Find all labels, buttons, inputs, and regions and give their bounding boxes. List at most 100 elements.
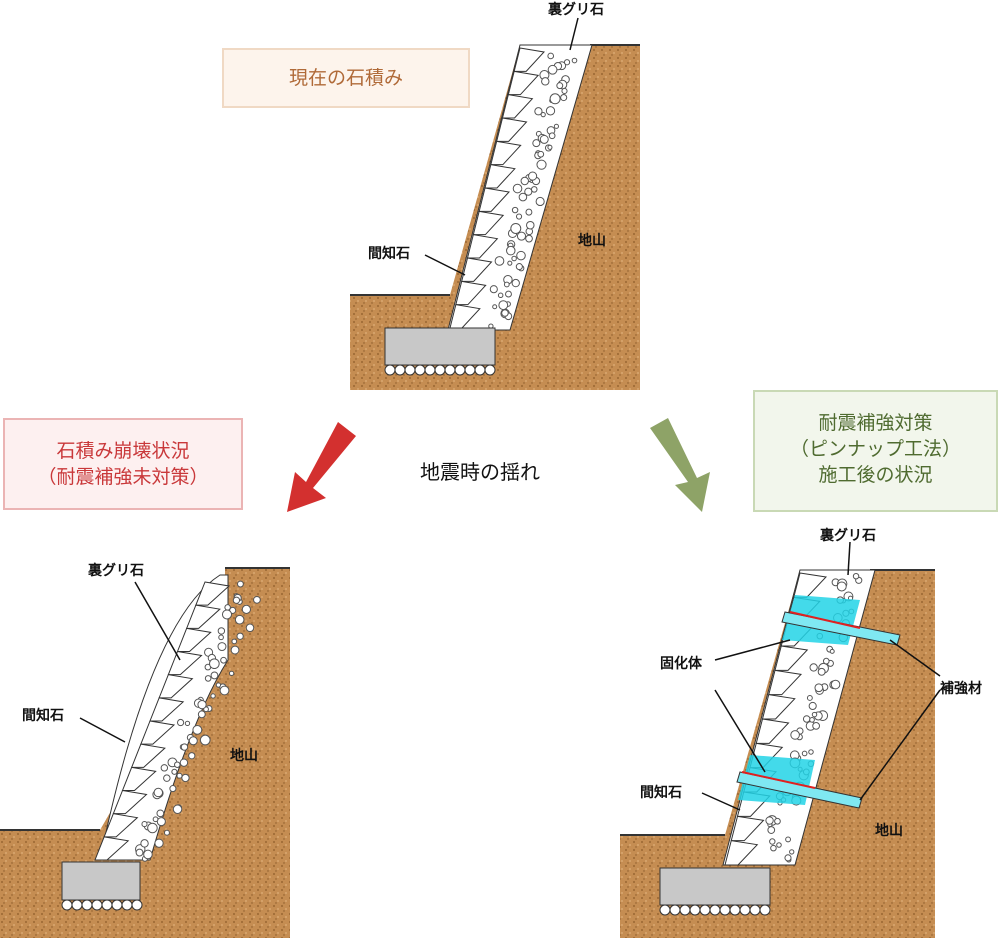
- pebble: [246, 624, 254, 632]
- pebble: [809, 750, 813, 754]
- pebble: [189, 753, 195, 759]
- pebble: [508, 261, 512, 265]
- pebble: [810, 664, 817, 671]
- pebble: [72, 900, 82, 910]
- pebble: [211, 694, 215, 698]
- pebble: [200, 735, 210, 745]
- current-wall-box: 現在の石積み: [222, 48, 470, 108]
- pebble: [550, 94, 560, 104]
- pebble: [62, 900, 72, 910]
- pebble: [700, 905, 710, 915]
- pebble: [395, 365, 405, 375]
- pebble: [499, 301, 508, 310]
- pebble: [561, 94, 567, 100]
- pebble: [231, 646, 239, 654]
- pebble: [740, 905, 750, 915]
- pebble: [82, 900, 92, 910]
- pebble: [536, 197, 544, 205]
- pebble: [812, 712, 816, 716]
- pebble: [157, 818, 165, 826]
- pebble: [153, 817, 158, 822]
- pebble: [218, 628, 224, 634]
- measure-method: （ピンナップ工法）: [755, 436, 996, 462]
- label-stone-right: 間知石: [640, 784, 682, 801]
- pebble: [193, 725, 202, 734]
- pebble: [562, 88, 567, 93]
- label-backfill-right: 裏グリ石: [819, 527, 876, 544]
- pebble: [182, 774, 189, 781]
- pebble: [538, 151, 544, 157]
- pebble: [235, 615, 244, 624]
- pebble: [222, 610, 231, 619]
- foundation: [385, 328, 495, 365]
- pebble: [177, 773, 182, 778]
- pebble: [537, 160, 546, 169]
- pebble: [180, 759, 187, 766]
- collapse-title: 石積み崩壊状況: [5, 438, 241, 464]
- pebble: [237, 633, 243, 639]
- pebble: [815, 684, 823, 692]
- pebble: [760, 905, 770, 915]
- pebble: [521, 177, 528, 184]
- pebble: [485, 365, 495, 375]
- label-ground-left: 地山: [230, 747, 258, 764]
- pebble: [220, 686, 229, 695]
- pebble: [185, 721, 189, 725]
- pebble: [517, 232, 525, 240]
- pebble: [221, 657, 227, 663]
- pebble: [541, 112, 545, 116]
- measure-title: 耐震補強対策: [755, 410, 996, 436]
- pebble: [189, 737, 197, 745]
- pebble: [526, 209, 532, 215]
- pebble: [148, 823, 158, 833]
- pebble: [790, 850, 794, 854]
- pebble: [809, 702, 816, 709]
- pebble: [690, 905, 700, 915]
- pebble: [557, 83, 563, 89]
- pebble: [181, 744, 187, 750]
- foundation-pebbles: [660, 905, 770, 915]
- pebble: [445, 365, 455, 375]
- pebble: [155, 839, 163, 847]
- pebble: [512, 279, 519, 286]
- pebble: [785, 855, 791, 861]
- red-arrow: [287, 422, 356, 512]
- pebble: [219, 635, 224, 640]
- pebble: [178, 719, 184, 725]
- pebble: [122, 900, 132, 910]
- pebble: [513, 184, 522, 193]
- pebble: [818, 668, 825, 675]
- pebble: [546, 107, 554, 115]
- pebble: [502, 310, 509, 317]
- pebble: [529, 172, 537, 180]
- label-stone-top: 間知石: [368, 245, 410, 262]
- pebble: [512, 256, 517, 261]
- pebble: [112, 900, 122, 910]
- foundation-pebbles: [385, 365, 495, 375]
- pebble: [504, 282, 509, 287]
- pebble: [710, 905, 720, 915]
- pebble: [831, 680, 840, 689]
- pebble: [455, 365, 465, 375]
- label-ground-right: 地山: [875, 822, 903, 839]
- pebble: [385, 365, 395, 375]
- pebble: [475, 365, 485, 375]
- pebble: [493, 305, 497, 309]
- pebble: [233, 597, 239, 603]
- collapse-box: 石積み崩壊状況 （耐震補強未対策）: [3, 418, 243, 510]
- pebble: [548, 145, 552, 149]
- pebble: [157, 810, 164, 817]
- pebble: [519, 193, 527, 201]
- pebble: [211, 672, 218, 679]
- pebble: [791, 731, 800, 740]
- pebble: [777, 843, 782, 848]
- pebble: [216, 683, 220, 687]
- pebble: [425, 365, 435, 375]
- pebble: [92, 900, 102, 910]
- label-stone-left: 間知石: [22, 707, 64, 724]
- pebble: [229, 671, 233, 675]
- pebble: [770, 839, 775, 844]
- pebble: [164, 830, 169, 835]
- pebble: [516, 214, 521, 219]
- label-backfill-top: 裏グリ石: [547, 1, 604, 18]
